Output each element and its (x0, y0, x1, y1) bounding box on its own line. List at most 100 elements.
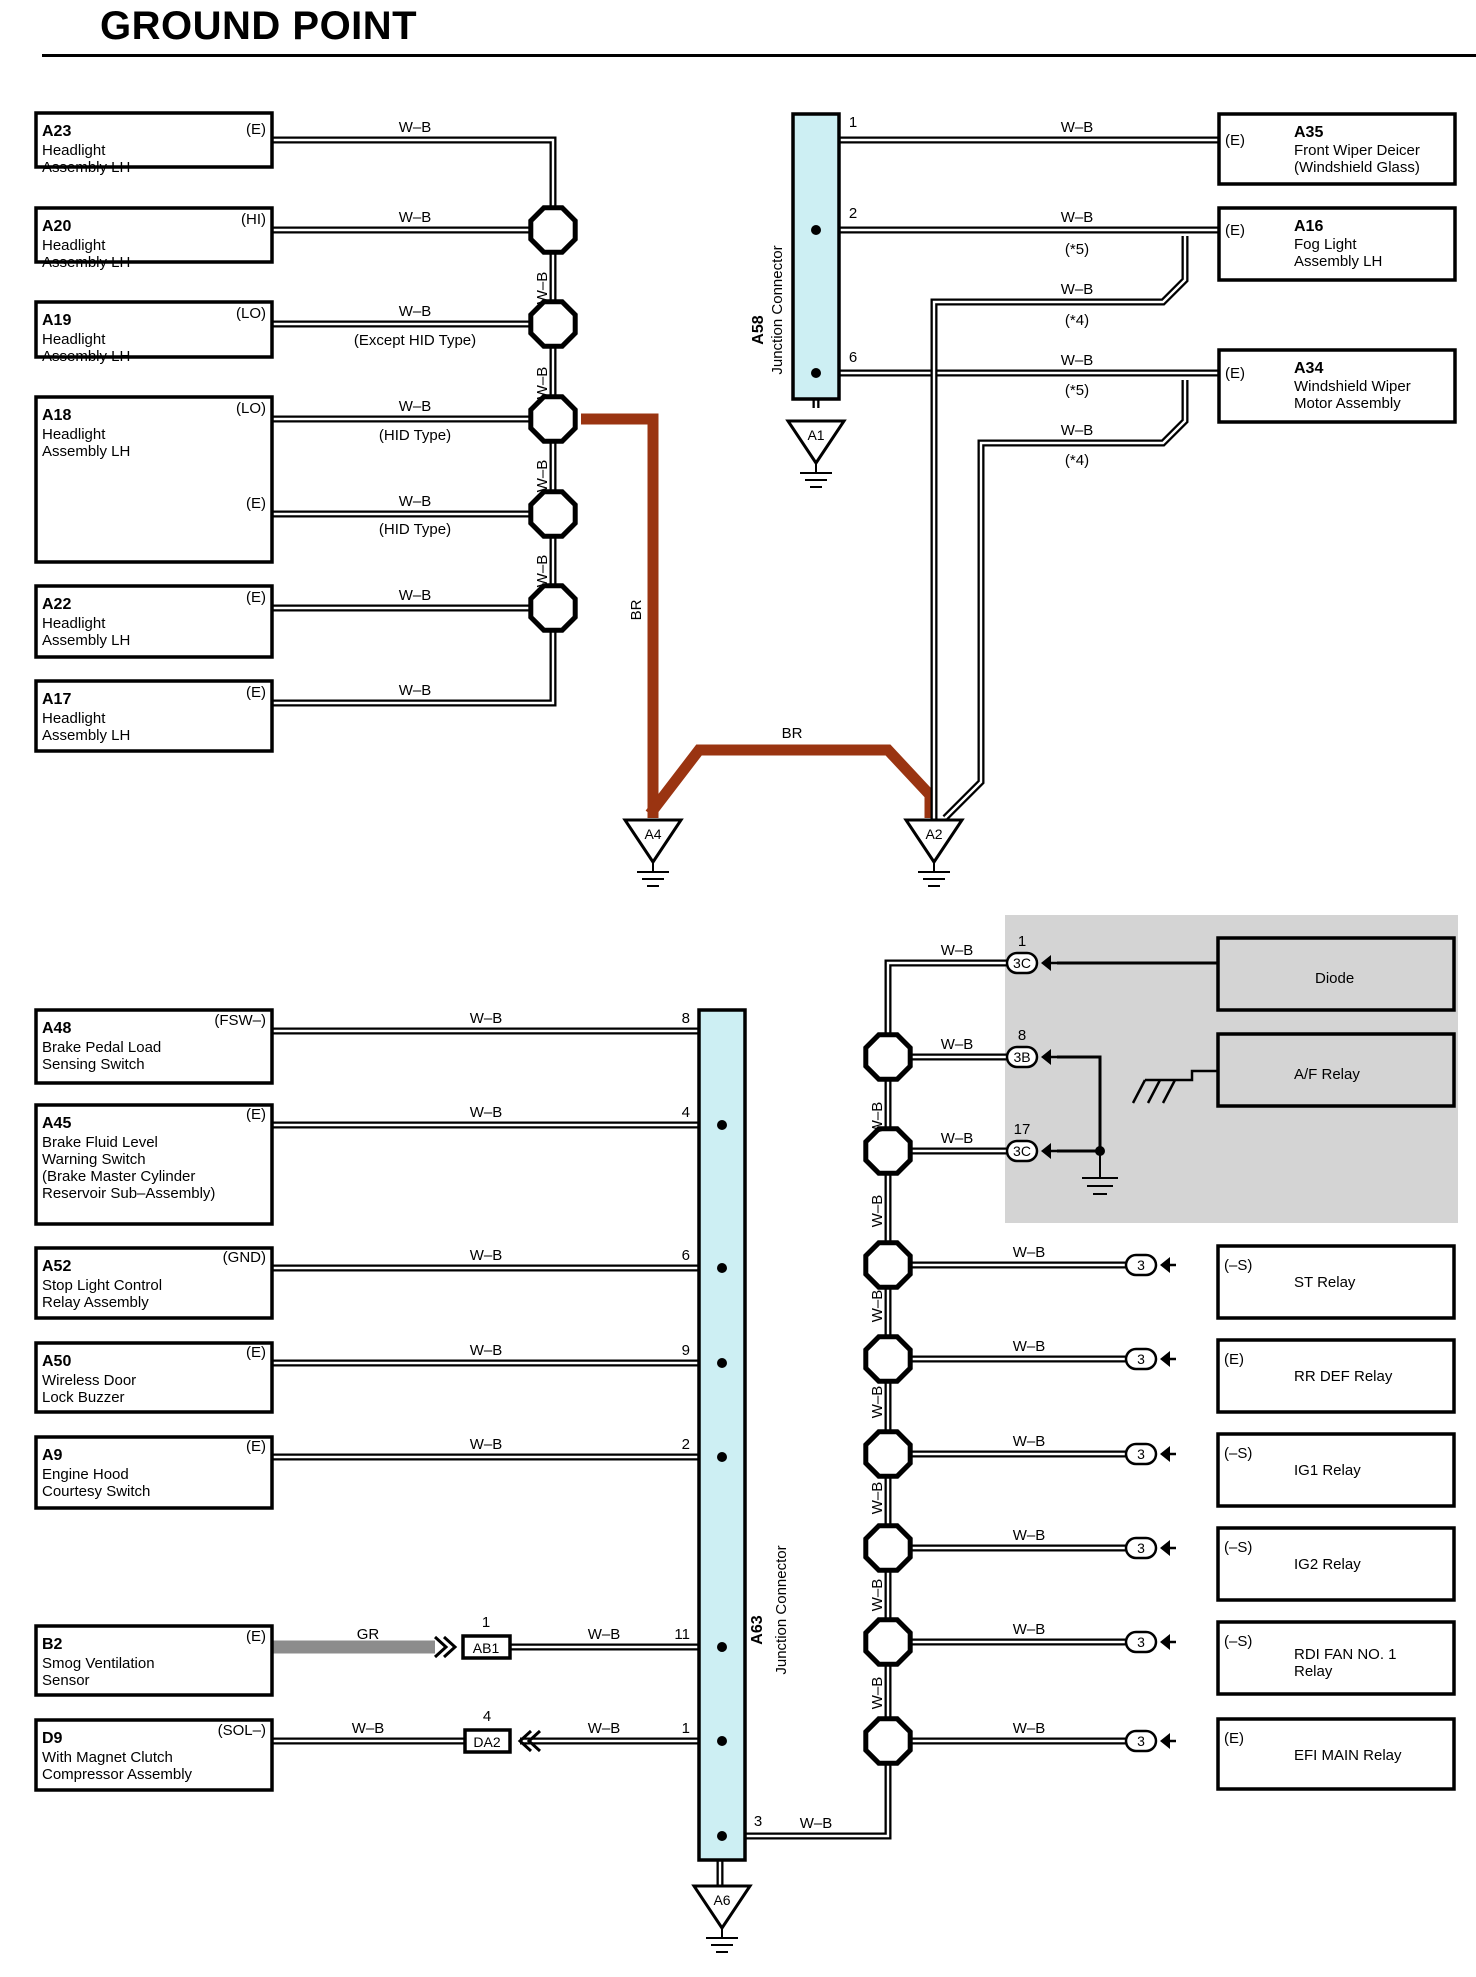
ground-a2-label: A2 (925, 826, 942, 842)
relay-conn-4-label: 3 (1137, 1634, 1145, 1650)
component-a45-name-1: Warning Switch (42, 1151, 146, 1168)
relay-pin-0: (–S) (1224, 1257, 1252, 1274)
ul-wire-label-6: W–B (399, 682, 432, 699)
ul-vertical-label-1: W–B (534, 367, 551, 400)
component-a17-name-0: Headlight (42, 710, 106, 727)
relay-arrow-4 (1160, 1634, 1170, 1650)
a63-pin-1: 4 (682, 1104, 690, 1121)
lr-relay-label-2: W–B (1013, 1433, 1046, 1450)
a63-pin-0: 8 (682, 1010, 690, 1027)
component-a20-code: A20 (42, 218, 71, 235)
component-a34-code: A34 (1294, 360, 1323, 377)
component-af-relay (1216, 1032, 1456, 1108)
a63-name: Junction Connector (773, 1545, 790, 1674)
component-a52-name-0: Stop Light Control (42, 1277, 162, 1294)
lr-relay-label-1: W–B (1013, 1338, 1046, 1355)
relay-block-conn-0 (1005, 951, 1039, 975)
relay-block-conn-1 (1005, 1045, 1039, 1069)
component-a45-name-2: (Brake Master Cylinder (42, 1168, 195, 1185)
component-a48-code: A48 (42, 1020, 71, 1037)
title-rule (42, 54, 1476, 57)
component-a35 (1217, 112, 1457, 186)
lr-splice-0 (863, 1032, 913, 1082)
component-a16-pin: (E) (1225, 222, 1245, 239)
junction-a63 (697, 1008, 747, 1862)
d9-wire-label: W–B (352, 1720, 385, 1737)
component-d9-name-1: Compressor Assembly (42, 1766, 193, 1783)
a63-bus-dot-pin3 (717, 1831, 727, 1841)
ur-label-2: W–B (1061, 281, 1094, 298)
relay-block-conn-2-label: 3C (1013, 1143, 1031, 1159)
component-a17 (34, 679, 274, 753)
a63-pin-6: 1 (682, 1720, 690, 1737)
da2-arrow-2 (526, 1729, 542, 1753)
a63-bus-dot-4 (717, 1642, 727, 1652)
ur-label-4: W–B (1061, 422, 1094, 439)
component-a35-pin: (E) (1225, 132, 1245, 149)
component-a17-code: A17 (42, 691, 71, 708)
component-a50-name-0: Wireless Door (42, 1372, 136, 1389)
relay-name-0-0: ST Relay (1294, 1274, 1356, 1291)
component-a20 (34, 206, 274, 264)
component-a35-code: A35 (1294, 124, 1323, 141)
relay-conn-3 (1124, 1536, 1158, 1560)
ul-splice-0 (528, 205, 578, 255)
component-a45-name-0: Brake Fluid Level (42, 1134, 158, 1151)
ur-label-0: W–B (1061, 119, 1094, 136)
ul-note-0: (Except HID Type) (354, 332, 476, 349)
lr-block-label-2: W–B (941, 1130, 974, 1147)
ul-wire-label-1: W–B (399, 209, 432, 226)
component-a45-name-3: Reservoir Sub–Assembly) (42, 1185, 215, 1202)
a63-bus-dot-2 (717, 1358, 727, 1368)
chassis-ground-line (1145, 1069, 1218, 1082)
component-d9-code: D9 (42, 1730, 63, 1747)
component-a48-pin-0: (FSW–) (214, 1012, 266, 1029)
ul-splice-1 (528, 299, 578, 349)
lr-vertical-label-6: W–B (869, 1677, 886, 1710)
a63-pin-5: 11 (674, 1626, 690, 1643)
ul-splice-3 (528, 489, 578, 539)
ur-note-2: (*5) (1065, 382, 1089, 399)
lr-trunk-wire-core (746, 961, 1010, 1838)
junction-a58 (791, 112, 841, 401)
component-a35-name-1: (Windshield Glass) (1294, 159, 1420, 176)
ab1-arrow-2 (442, 1635, 458, 1659)
a63-pin-4: 2 (682, 1436, 690, 1453)
ul-wire-label-5: W–B (399, 587, 432, 604)
component-b2-name-0: Smog Ventilation (42, 1655, 155, 1672)
relay-name-5-0: EFI MAIN Relay (1294, 1747, 1402, 1764)
component-a35-name-0: Front Wiper Deicer (1294, 142, 1420, 159)
a58-bus-dot-0 (811, 225, 821, 235)
component-a23-pin-0: (E) (246, 121, 266, 138)
a58-pin-0: 1 (849, 114, 857, 131)
ll-wire-label-2: W–B (470, 1247, 503, 1264)
a58-pin-1: 2 (849, 205, 857, 222)
component-a23-name-0: Headlight (42, 142, 106, 159)
lr-splice-5 (863, 1523, 913, 1573)
br-label-horizontal: BR (782, 725, 803, 742)
component-a52-code: A52 (42, 1258, 71, 1275)
relay-arrow-5 (1160, 1733, 1170, 1749)
ur-label-3: W–B (1061, 352, 1094, 369)
component-a22-name-0: Headlight (42, 615, 106, 632)
ll-wire-label-4: W–B (470, 1436, 503, 1453)
ul-splice-4 (528, 583, 578, 633)
lr-splice-7 (863, 1716, 913, 1766)
br-wire-a4 (581, 413, 659, 818)
ul-vertical-label-0: W–B (534, 272, 551, 305)
ground-a4-label: A4 (644, 826, 661, 842)
lr-relay-label-3: W–B (1013, 1527, 1046, 1544)
ul-vertical-label-2: W–B (534, 460, 551, 493)
component-a17-name-1: Assembly LH (42, 727, 130, 744)
chassis-ground-hatch-2 (1161, 1079, 1177, 1104)
lr-block-label-1: W–B (941, 1036, 974, 1053)
component-a19-pin-0: (LO) (236, 305, 266, 322)
lr-vertical-label-4: W–B (869, 1482, 886, 1515)
connector-da2 (463, 1728, 512, 1754)
a58-pin-2: 6 (849, 349, 857, 366)
br-label-vertical: BR (628, 599, 645, 620)
relay-arrow-1 (1160, 1351, 1170, 1367)
component-a34-name-1: Motor Assembly (1294, 395, 1401, 412)
page-title: GROUND POINT (100, 4, 418, 48)
relay-box-5 (1216, 1717, 1456, 1791)
